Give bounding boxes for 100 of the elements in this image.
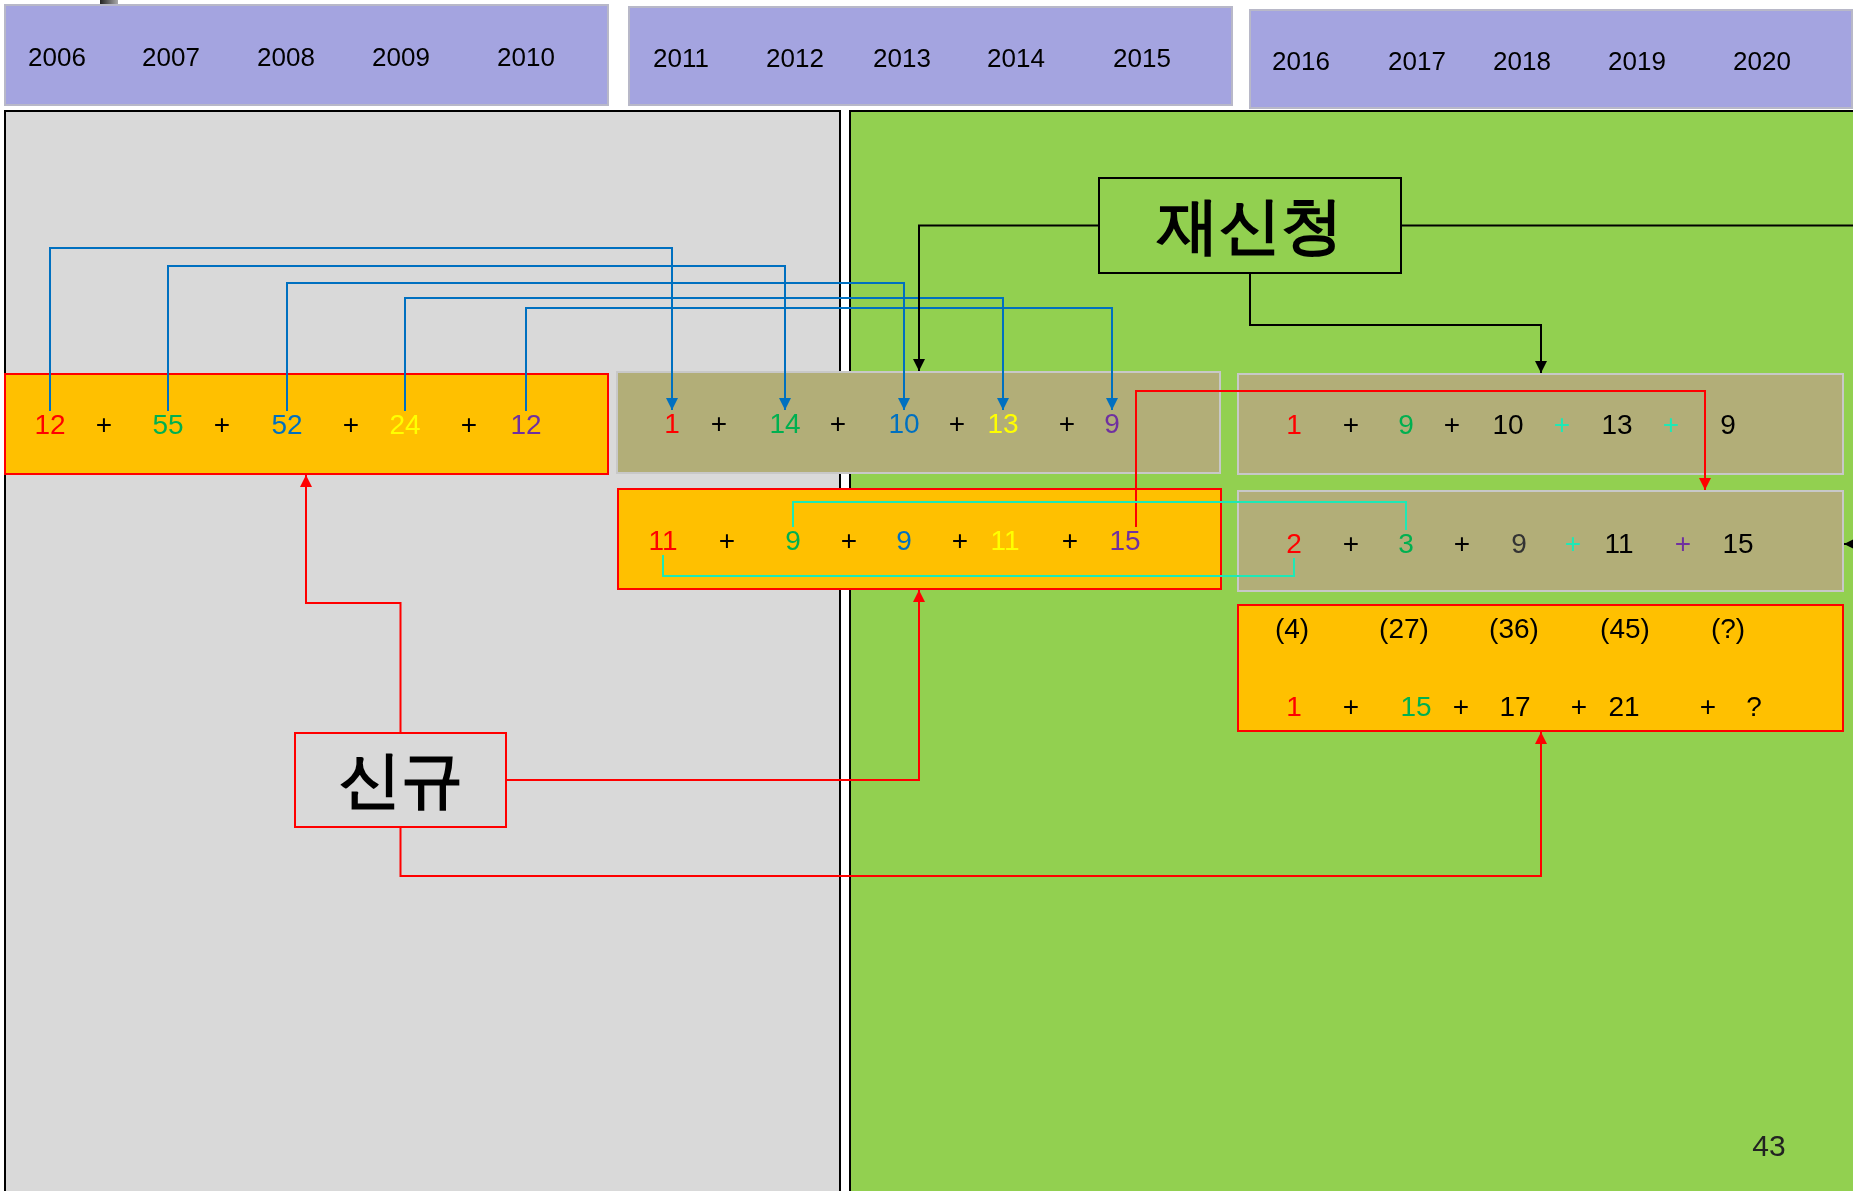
count-number: 9 — [785, 527, 801, 555]
plus-sign: + — [840, 527, 858, 555]
plus-sign: + — [342, 411, 360, 439]
year-label: 2020 — [1733, 48, 1791, 74]
plus-sign: + — [1553, 411, 1571, 439]
count-number: 9 — [896, 527, 912, 555]
year-label: 2006 — [28, 44, 86, 70]
plus-sign: + — [1570, 693, 1588, 721]
plus-sign: + — [1453, 530, 1471, 558]
count-number: ? — [1746, 693, 1762, 721]
plus-sign: + — [460, 411, 478, 439]
connector-arrow — [399, 731, 1547, 877]
count-note: (?) — [1710, 615, 1746, 643]
year-label: 2011 — [653, 45, 709, 71]
connector-arrow — [404, 297, 1009, 412]
plus-sign: + — [1699, 693, 1717, 721]
count-bar — [4, 373, 609, 475]
count-number: 3 — [1398, 530, 1414, 558]
connector-arrow — [525, 307, 1118, 412]
plus-sign: + — [1342, 693, 1360, 721]
count-number: 10 — [1492, 411, 1524, 439]
count-number: 24 — [389, 411, 421, 439]
count-bar — [1237, 490, 1844, 592]
year-label: 2016 — [1272, 48, 1330, 74]
year-label: 2008 — [257, 44, 315, 70]
year-label: 2012 — [766, 45, 824, 71]
plus-sign: + — [710, 410, 728, 438]
count-number: 11 — [990, 527, 1020, 555]
count-number: 55 — [152, 411, 184, 439]
category-label: 재신청 — [1157, 195, 1343, 257]
plus-sign: + — [1443, 411, 1461, 439]
count-number: 2 — [1286, 530, 1302, 558]
count-number: 9 — [1104, 410, 1120, 438]
count-number: 13 — [987, 410, 1019, 438]
count-number: 52 — [271, 411, 303, 439]
count-number: 21 — [1608, 693, 1640, 721]
count-number: 13 — [1601, 411, 1633, 439]
year-label: 2018 — [1493, 48, 1551, 74]
connector-arrow — [1249, 273, 1547, 374]
plus-sign: + — [1061, 527, 1079, 555]
year-label: 2015 — [1113, 45, 1171, 71]
plus-sign: + — [95, 411, 113, 439]
category-label: 신규 — [339, 749, 463, 811]
count-number: 14 — [769, 410, 801, 438]
count-number: 9 — [1398, 411, 1414, 439]
count-number: 1 — [664, 410, 680, 438]
count-number: 15 — [1109, 527, 1141, 555]
plus-sign: + — [829, 410, 847, 438]
count-note: (45) — [1600, 615, 1650, 643]
plus-sign: + — [1058, 410, 1076, 438]
plus-sign: + — [948, 410, 966, 438]
count-number: 1 — [1286, 411, 1302, 439]
connector-line — [1401, 224, 1853, 227]
connector-arrow — [506, 589, 925, 781]
year-label: 2009 — [372, 44, 430, 70]
connector-line — [662, 554, 1295, 577]
count-bar — [1237, 604, 1844, 732]
page-number: 43 — [1752, 1131, 1786, 1161]
connector-line — [792, 501, 1407, 531]
plus-sign: + — [1342, 530, 1360, 558]
year-band — [1249, 9, 1853, 109]
year-label: 2010 — [497, 44, 555, 70]
count-number: 17 — [1499, 693, 1531, 721]
plus-sign: + — [1564, 530, 1582, 558]
year-label: 2007 — [142, 44, 200, 70]
connector-arrow — [913, 224, 1099, 372]
plus-sign: + — [951, 527, 969, 555]
count-number: 12 — [34, 411, 66, 439]
year-label: 2013 — [873, 45, 931, 71]
count-bar — [617, 488, 1222, 590]
connector-arrow — [1135, 390, 1711, 528]
count-note: (4) — [1274, 615, 1310, 643]
count-note: (27) — [1379, 615, 1429, 643]
connector-arrow — [167, 265, 791, 412]
count-number: 15 — [1722, 530, 1754, 558]
category-box — [294, 732, 507, 828]
count-number: 11 — [648, 527, 678, 555]
plus-sign: + — [718, 527, 736, 555]
connector-arrow — [49, 247, 678, 412]
year-band — [4, 4, 609, 106]
count-number: 9 — [1720, 411, 1736, 439]
year-band — [628, 6, 1233, 106]
count-note: (36) — [1489, 615, 1539, 643]
plus-sign: + — [1342, 411, 1360, 439]
count-number: 11 — [1604, 530, 1634, 558]
plus-sign: + — [1662, 411, 1680, 439]
count-number: 10 — [888, 410, 920, 438]
plus-sign: + — [1674, 530, 1692, 558]
year-label: 2017 — [1388, 48, 1446, 74]
count-number: 9 — [1511, 530, 1527, 558]
connector-arrow — [300, 474, 402, 733]
year-label: 2014 — [987, 45, 1045, 71]
count-number: 15 — [1400, 693, 1432, 721]
connector-arrow — [286, 282, 910, 412]
count-bar — [616, 371, 1221, 474]
plus-sign: + — [213, 411, 231, 439]
count-bar — [1237, 373, 1844, 475]
plus-sign: + — [1452, 693, 1470, 721]
count-number: 1 — [1286, 693, 1302, 721]
connector-arrow — [1843, 538, 1853, 550]
